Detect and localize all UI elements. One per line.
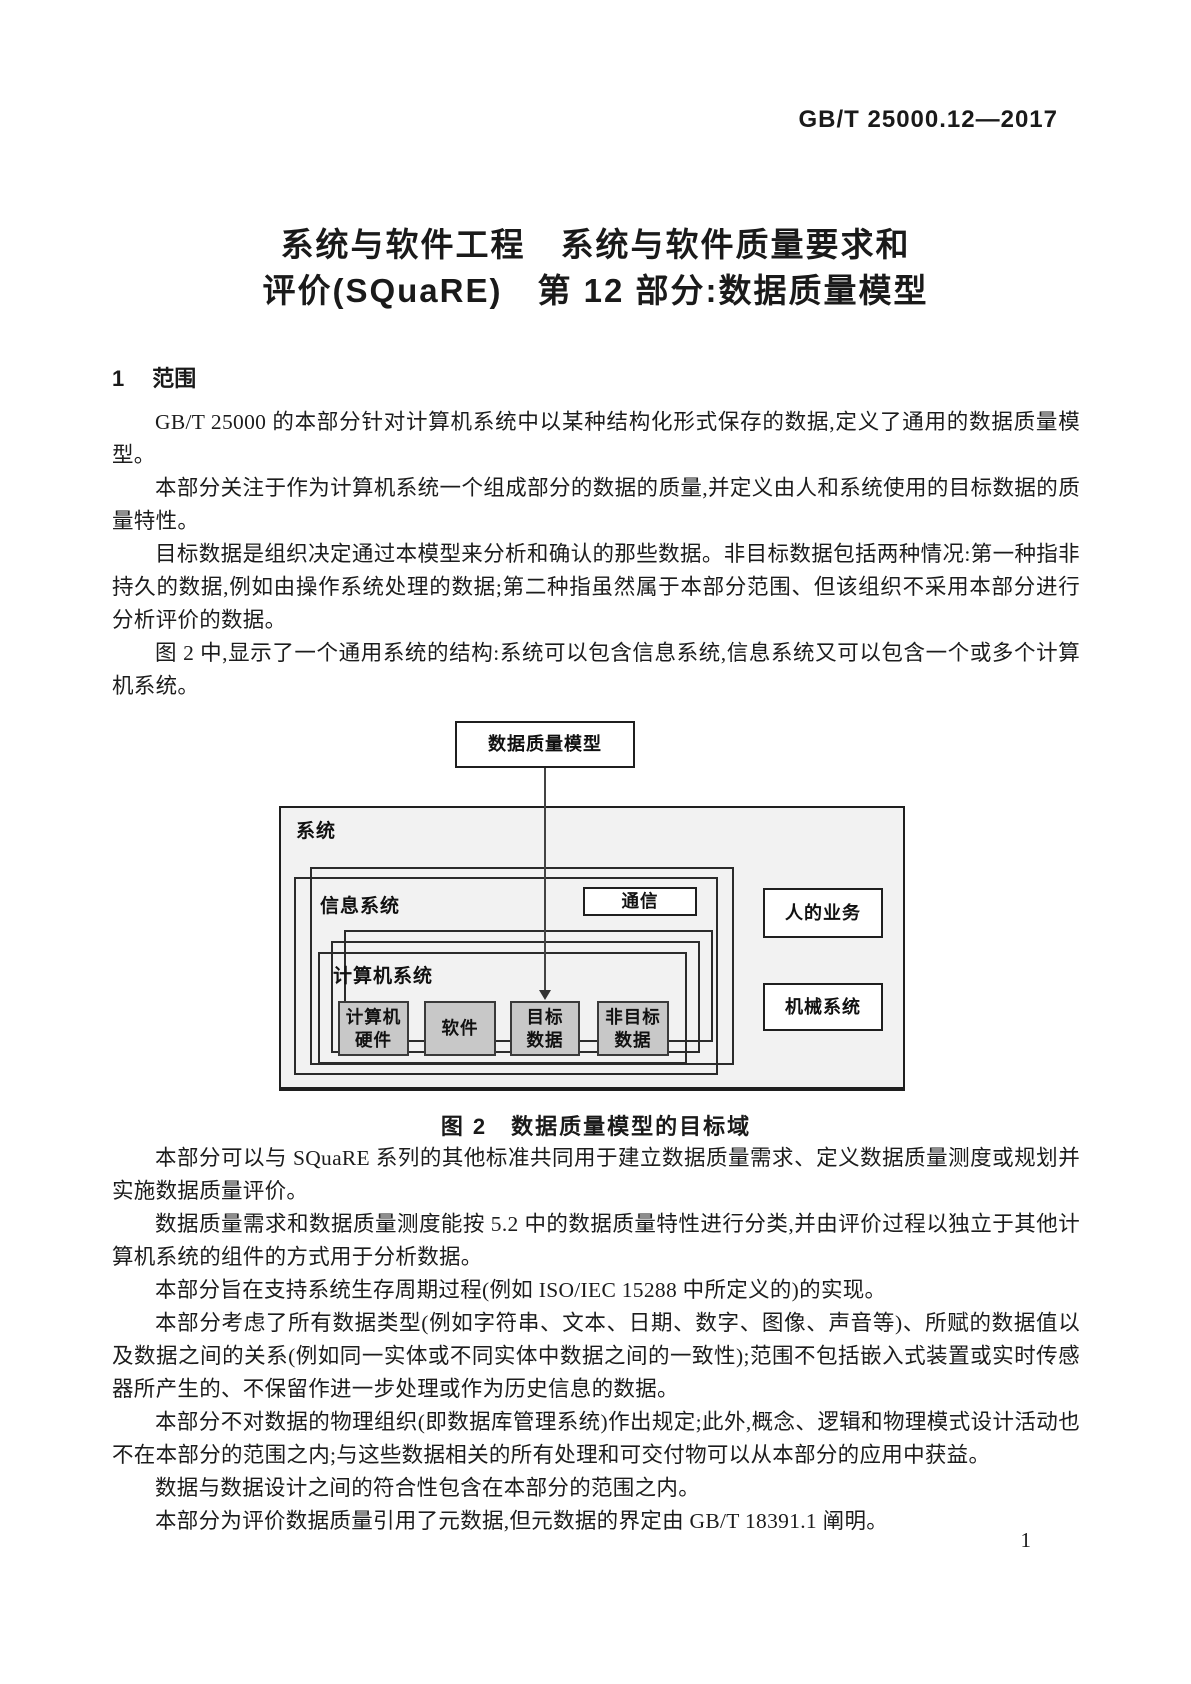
paragraph: 本部分考虑了所有数据类型(例如字符串、文本、日期、数字、图像、声音等)、所赋的数…	[112, 1311, 1080, 1401]
human-business-label: 人的业务	[785, 902, 861, 923]
page-content: 1 范围 GB/T 25000 的本部分针对计算机系统中以某种结构化形式保存的数据…	[112, 364, 1080, 1538]
paragraph: 目标数据是组织决定通过本模型来分析和确认的那些数据。非目标数据包括两种情况:第一…	[112, 542, 1080, 632]
paragraph: GB/T 25000 的本部分针对计算机系统中以某种结构化形式保存的数据,定义了…	[112, 410, 1080, 467]
title-line-2: 评价(SQuaRE) 第 12 部分:数据质量模型	[262, 272, 929, 309]
computer-hardware-label-line2: 硬件	[355, 1029, 392, 1050]
arrow-down-icon	[539, 990, 551, 1000]
non-target-data-box: 非目标 数据	[597, 1001, 669, 1056]
computer-hardware-box: 计算机 硬件	[338, 1001, 409, 1056]
communication-box: 通信	[583, 887, 697, 916]
non-target-data-label-line1: 非目标	[605, 1006, 661, 1027]
model-to-target-data-connector	[544, 768, 546, 991]
system-label: 系统	[296, 821, 337, 842]
section-heading: 1 范围	[112, 364, 1080, 394]
computer-system-box: 计算机系统	[318, 952, 687, 1064]
paragraph: 本部分不对数据的物理组织(即数据库管理系统)作出规定;此外,概念、逻辑和物理模式…	[112, 1410, 1080, 1467]
figure-caption: 图 2 数据质量模型的目标域	[440, 1114, 752, 1139]
computer-system-label: 计算机系统	[333, 966, 434, 987]
computer-hardware-label-line1: 计算机	[345, 1006, 402, 1027]
mechanical-system-box: 机械系统	[763, 983, 883, 1031]
non-target-data-label-line2: 数据	[614, 1029, 652, 1050]
paragraph: 图 2 中,显示了一个通用系统的结构:系统可以包含信息系统,信息系统又可以包含一…	[112, 641, 1080, 698]
human-business-box: 人的业务	[763, 888, 883, 938]
data-quality-model-box: 数据质量模型	[455, 721, 635, 768]
data-quality-model-label: 数据质量模型	[488, 734, 602, 754]
mechanical-system-label: 机械系统	[785, 996, 861, 1017]
communication-label: 通信	[621, 891, 659, 911]
paragraph: 本部分可以与 SQuaRE 系列的其他标准共同用于建立数据质量需求、定义数据质量…	[112, 1146, 1080, 1203]
paragraph: 本部分为评价数据质量引用了元数据,但元数据的界定由 GB/T 18391.1 阐…	[155, 1509, 889, 1533]
information-system-label: 信息系统	[320, 896, 401, 917]
standard-number-header: GB/T 25000.12—2017	[798, 106, 1058, 133]
target-data-box: 目标 数据	[510, 1001, 580, 1056]
page-number: 1	[1020, 1528, 1032, 1552]
section-title: 范围	[152, 366, 197, 391]
software-label: 软件	[441, 1018, 479, 1038]
paragraph: 数据质量需求和数据质量测度能按 5.2 中的数据质量特性进行分类,并由评价过程以…	[112, 1212, 1080, 1269]
system-structure-diagram: 数据质量模型 系统 信息系统 计算机系统 通信	[112, 713, 1080, 1098]
information-system-box-shadow	[310, 867, 734, 1065]
target-data-label-line1: 目标	[526, 1006, 564, 1027]
paragraph: 数据与数据设计之间的符合性包含在本部分的范围之内。	[155, 1476, 701, 1500]
title-line-1: 系统与软件工程 系统与软件质量要求和	[280, 226, 911, 263]
information-system-box: 信息系统	[294, 877, 718, 1075]
paragraph: 本部分旨在支持系统生存周期过程(例如 ISO/IEC 15288 中所定义的)的…	[155, 1278, 887, 1302]
paragraph: 本部分关注于作为计算机系统一个组成部分的数据的质量,并定义由人和系统使用的目标数…	[112, 476, 1080, 533]
figure-2: 数据质量模型 系统 信息系统 计算机系统 通信	[112, 713, 1080, 1142]
section-number: 1	[112, 366, 125, 391]
document-title: 系统与软件工程 系统与软件质量要求和 评价(SQuaRE) 第 12 部分:数据…	[0, 222, 1191, 314]
target-data-label-line2: 数据	[526, 1029, 564, 1050]
body-text: GB/T 25000 的本部分针对计算机系统中以某种结构化形式保存的数据,定义了…	[112, 406, 1080, 1538]
software-box: 软件	[424, 1001, 496, 1056]
